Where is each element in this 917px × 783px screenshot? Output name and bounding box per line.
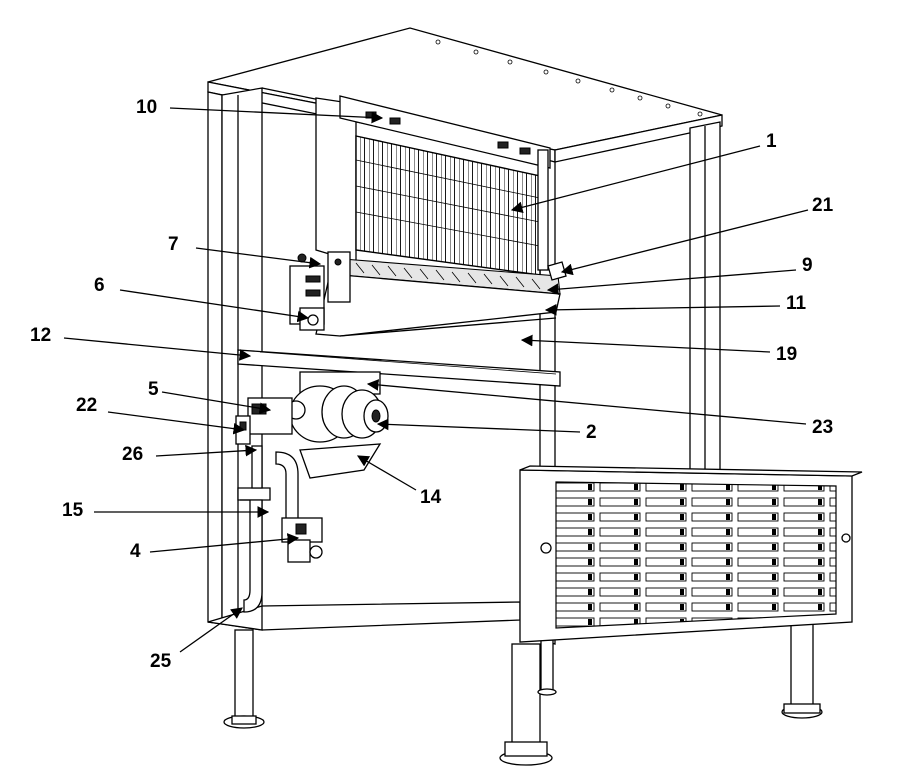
front-louvered-grille [519, 465, 863, 643]
machine-legs [223, 621, 823, 766]
leader-2 [376, 418, 581, 433]
callout-9: 9 [802, 255, 813, 276]
callout-labels: 10 1 21 7 9 6 11 12 19 5 22 23 2 26 14 1… [30, 97, 834, 672]
leader-25 [179, 607, 243, 653]
leader-19 [520, 334, 771, 353]
leader-7 [195, 247, 322, 269]
leader-10 [169, 107, 384, 124]
callout-25: 25 [150, 651, 172, 672]
callout-2: 2 [586, 422, 597, 443]
callout-leaders [63, 107, 809, 653]
callout-7: 7 [168, 234, 179, 255]
evaporator-assembly [315, 95, 551, 276]
leader-5 [161, 391, 272, 415]
callout-4: 4 [130, 541, 141, 562]
leader-21 [560, 209, 809, 276]
leader-6 [119, 289, 310, 323]
callout-14: 14 [420, 487, 442, 508]
leader-4 [149, 533, 300, 553]
callout-10: 10 [136, 97, 157, 118]
leader-1 [510, 145, 761, 214]
callout-15: 15 [62, 500, 84, 521]
callout-21: 21 [812, 195, 834, 216]
leader-26 [155, 444, 258, 457]
callout-11: 11 [786, 293, 807, 314]
callout-1: 1 [766, 131, 777, 152]
leader-22 [107, 411, 246, 435]
deflector-panel [237, 349, 561, 387]
callout-19: 19 [776, 344, 797, 365]
callout-5: 5 [148, 379, 159, 400]
leader-14 [356, 455, 417, 491]
leader-12 [63, 337, 252, 361]
leader-23 [366, 379, 807, 425]
callout-26: 26 [122, 444, 143, 465]
callout-23: 23 [812, 417, 833, 438]
leader-11 [544, 303, 781, 316]
callout-6: 6 [94, 275, 105, 296]
callout-22: 22 [76, 395, 97, 416]
callout-12: 12 [30, 325, 51, 346]
leader-9 [546, 269, 797, 295]
